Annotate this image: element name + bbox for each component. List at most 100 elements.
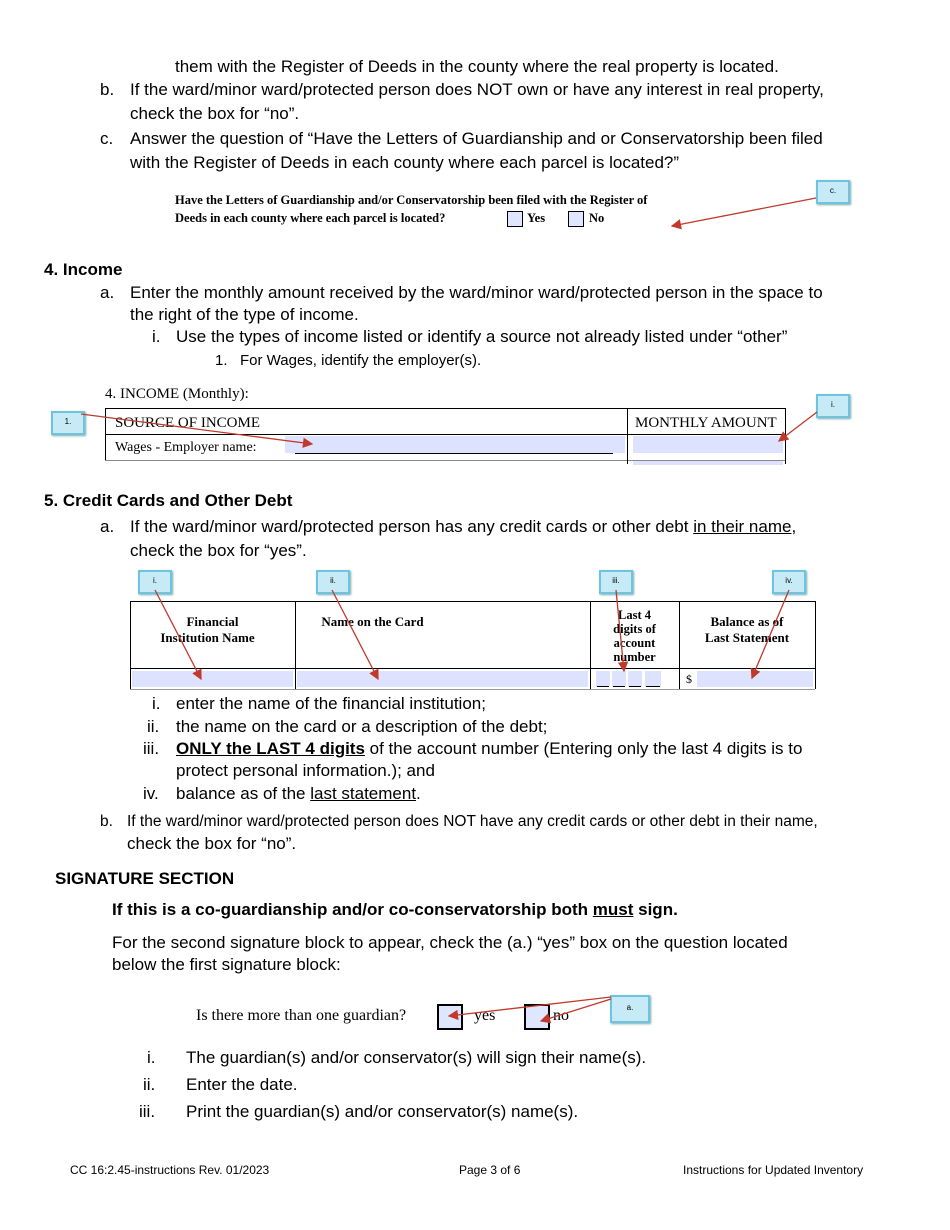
credit-a-line2: check the box for “yes”. [130, 541, 307, 560]
credit-b-line2: check the box for “no”. [127, 834, 297, 853]
digit-field-3[interactable] [628, 671, 642, 687]
credit-col-last4-a: Last 4 [618, 608, 651, 622]
table-border [627, 408, 628, 464]
guardian-no-label: no [553, 1007, 569, 1024]
intro-c-line1: Answer the question of “Have the Letters… [130, 129, 823, 148]
table-border [105, 408, 106, 460]
list-marker: b. [100, 80, 115, 99]
employer-name-field[interactable] [285, 436, 625, 453]
credit-col-institution-a: Financial [186, 614, 239, 629]
monthly-amount-field[interactable] [633, 436, 783, 453]
callout-1: 1. [51, 411, 85, 435]
intro-b-line2: check the box for “no”. [130, 104, 300, 123]
guardian-yes-label: yes [474, 1007, 496, 1024]
institution-name-field[interactable] [132, 671, 293, 687]
callout-credit-iv: iv. [772, 570, 806, 594]
digit-underline [646, 686, 660, 687]
employer-name-underline [295, 453, 613, 454]
table-border [130, 601, 131, 689]
credit-col-balance-a: Balance as of [710, 614, 784, 629]
table-border [295, 601, 296, 689]
credit-b-line1: If the ward/minor ward/protected person … [127, 813, 818, 830]
deeds-yes-label: Yes [527, 211, 546, 225]
co-guardianship-note: If this is a co-guardianship and/or co-c… [112, 900, 678, 919]
deeds-yes-checkbox[interactable] [507, 211, 523, 227]
more-than-one-guardian-question: Is there more than one guardian? [196, 1007, 407, 1024]
signature-heading: SIGNATURE SECTION [55, 869, 235, 888]
income-form-title: 4. INCOME (Monthly): [105, 386, 249, 402]
footer-form-number: CC 16:2.45-instructions Rev. 01/2023 [70, 1163, 270, 1177]
credit-a-line1: If the ward/minor ward/protected person … [130, 517, 797, 536]
deeds-no-checkbox[interactable] [568, 211, 584, 227]
list-marker: 1. [215, 352, 228, 369]
list-marker: iii. [139, 1102, 156, 1121]
credit-col-last4-b: digits of [613, 622, 656, 636]
income-col-source: SOURCE OF INCOME [115, 415, 261, 431]
guardian-no-checkbox[interactable] [524, 1004, 550, 1030]
digit-underline [629, 686, 641, 687]
second-sig-line1: For the second signature block to appear… [112, 933, 788, 952]
credit-item-iv: balance as of the last statement. [176, 784, 421, 803]
callout-credit-iii: iii. [599, 570, 633, 594]
list-marker: i. [147, 1048, 156, 1067]
arrow-c [670, 197, 817, 230]
deeds-no-label: No [589, 211, 605, 225]
credit-item-iii-line2: protect personal information.); and [176, 761, 435, 780]
income-a-line1: Enter the monthly amount received by the… [130, 283, 823, 302]
income-1-text: For Wages, identify the employer(s). [240, 352, 482, 369]
deeds-question-line2: Deeds in each county where each parcel i… [175, 211, 446, 225]
callout-c: c. [816, 180, 850, 204]
sig-item-i: The guardian(s) and/or conservator(s) wi… [186, 1048, 647, 1067]
credit-col-balance-b: Last Statement [704, 630, 790, 645]
callout-credit-i: i. [138, 570, 172, 594]
footer-title: Instructions for Updated Inventory [683, 1163, 864, 1177]
credit-item-iii: ONLY the LAST 4 digits of the account nu… [176, 739, 803, 758]
credit-col-last4-d: number [613, 650, 656, 664]
list-marker: b. [100, 813, 113, 830]
income-heading: 4. Income [44, 260, 123, 279]
second-sig-line2: below the first signature block: [112, 955, 341, 974]
table-border [130, 689, 815, 690]
list-marker: ii. [143, 1075, 156, 1094]
table-border [785, 408, 786, 464]
digit-field-1[interactable] [596, 671, 610, 687]
balance-field[interactable] [697, 671, 813, 687]
callout-credit-ii: ii. [316, 570, 350, 594]
table-border [130, 668, 815, 669]
income-row-wages: Wages - Employer name: [115, 440, 257, 455]
credit-item-i: enter the name of the financial institut… [176, 694, 486, 713]
credit-col-last4-c: account [613, 636, 656, 650]
dollar-sign: $ [686, 672, 692, 686]
sig-item-iii: Print the guardian(s) and/or conservator… [186, 1102, 579, 1121]
list-marker: ii. [147, 717, 160, 736]
intro-c-line2: with the Register of Deeds in each count… [130, 153, 680, 172]
income-a-line2: the right of the type of income. [130, 305, 359, 324]
digit-underline [613, 686, 625, 687]
intro-b-line1: If the ward/minor ward/protected person … [130, 80, 824, 99]
list-marker: a. [100, 283, 115, 302]
table-border [105, 408, 785, 409]
sig-item-ii: Enter the date. [186, 1075, 298, 1094]
name-on-card-field[interactable] [297, 671, 588, 687]
digit-field-2[interactable] [612, 671, 626, 687]
table-border [590, 601, 591, 689]
list-marker: c. [100, 129, 114, 148]
credit-col-name-on-card: Name on the Card [321, 614, 424, 629]
list-marker: iv. [143, 784, 159, 803]
next-row-field [633, 461, 783, 465]
credit-heading: 5. Credit Cards and Other Debt [44, 491, 293, 510]
list-marker: i. [152, 694, 161, 713]
table-border [105, 434, 785, 435]
credit-item-ii: the name on the card or a description of… [176, 717, 548, 736]
income-col-amount: MONTHLY AMOUNT [635, 415, 777, 431]
callout-a: a. [610, 995, 650, 1023]
table-border [815, 601, 816, 689]
arrow-a-no [539, 998, 612, 1024]
intro-continuation: them with the Register of Deeds in the c… [175, 57, 779, 76]
footer-page-number: Page 3 of 6 [459, 1163, 521, 1177]
list-marker: a. [100, 517, 115, 536]
guardian-yes-checkbox[interactable] [437, 1004, 463, 1030]
list-marker: i. [152, 327, 161, 346]
callout-i: i. [816, 394, 850, 418]
digit-field-4[interactable] [645, 671, 661, 687]
